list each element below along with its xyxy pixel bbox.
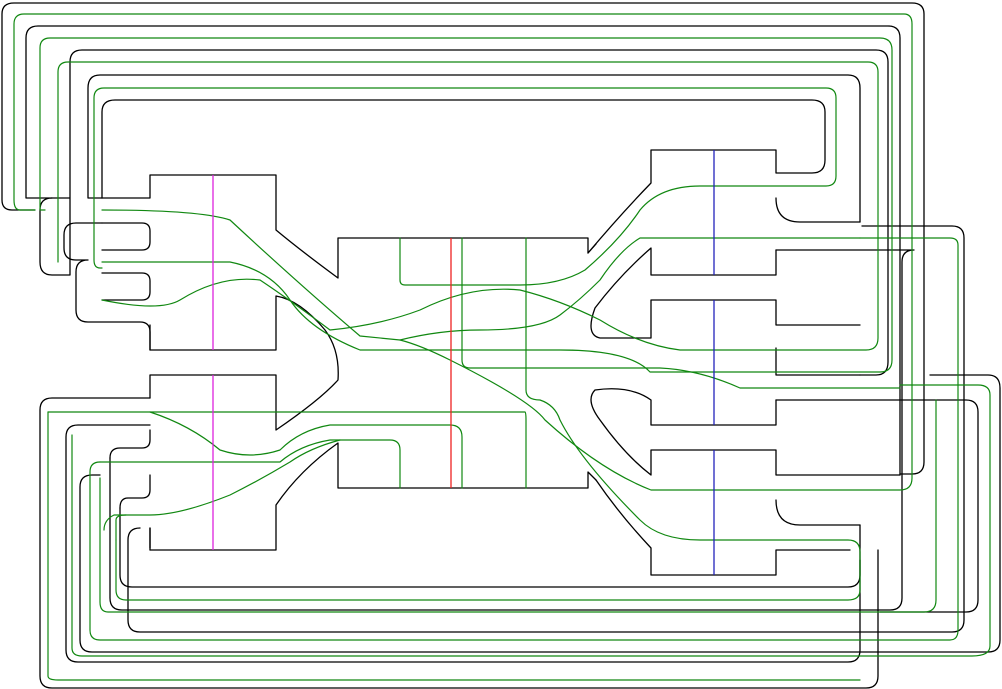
- outer-loop-6: [39, 397, 879, 689]
- strand-12: [89, 237, 959, 641]
- outer-loop-13: [775, 399, 979, 613]
- right-upper-prongs: [590, 197, 861, 376]
- outer-loop-10: [127, 225, 965, 633]
- strand-6: [461, 237, 901, 389]
- strand-1: [13, 13, 913, 491]
- outer-loop-11: [79, 374, 1001, 653]
- outer-loop-7: [65, 424, 861, 663]
- left-upper-block: [101, 174, 597, 279]
- strand-4: [93, 87, 837, 286]
- left-lower-block: [149, 442, 597, 551]
- strand-14: [103, 439, 341, 531]
- right-lower-block: [590, 388, 901, 476]
- outer-loop-8: [109, 249, 915, 611]
- strand-3: [57, 61, 879, 351]
- outer-loop-2: [25, 25, 901, 476]
- strand-9: [149, 411, 527, 489]
- strand-5: [399, 237, 861, 341]
- strand-7: [115, 237, 861, 601]
- outer-loop-1: [1, 2, 925, 475]
- strand-16: [99, 399, 937, 613]
- right-lower-prongs: [595, 479, 861, 576]
- outer-loop-5: [87, 74, 861, 223]
- right-upper-block: [101, 99, 826, 254]
- strand-13: [99, 439, 401, 489]
- outer-loop-3: [39, 49, 889, 376]
- outer-loop-4: [63, 222, 151, 351]
- strand-10: [47, 411, 861, 681]
- outer-loop-9: [119, 507, 861, 588]
- strand-11: [71, 384, 991, 657]
- left-upper-block-prongs: [101, 222, 151, 301]
- strand-15: [115, 514, 127, 541]
- strand-8: [47, 411, 463, 489]
- left-upper-block-bottom: [149, 295, 339, 431]
